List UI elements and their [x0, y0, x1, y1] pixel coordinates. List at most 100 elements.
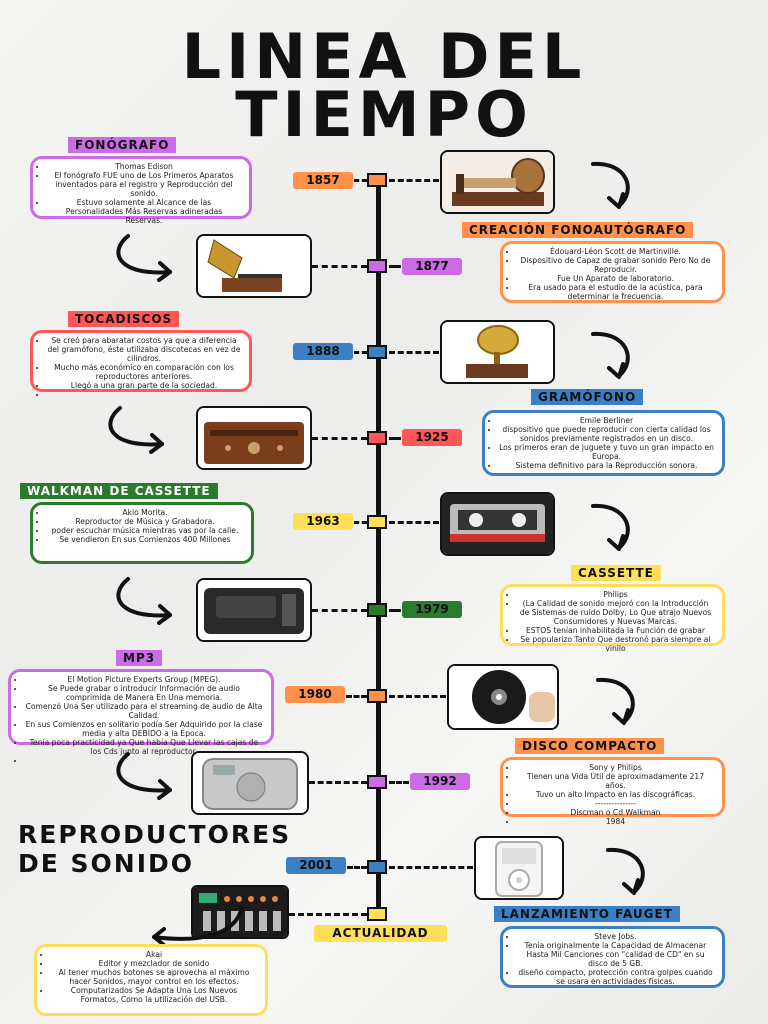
info-item: ---------------: [517, 799, 714, 808]
connector: [347, 866, 367, 869]
page-title-line2: TIEMPO: [235, 78, 533, 151]
info-item: Akai: [51, 950, 257, 959]
info-item: Emile Berliner: [499, 416, 714, 425]
connector: [346, 695, 367, 698]
curved-arrow-icon: [591, 503, 630, 551]
info-box-mp3: El Motion Picture Experts Group (MPEG). …: [8, 669, 274, 756]
subtitle-line2: DE SONIDO: [18, 849, 195, 878]
gramophone-icon: [442, 322, 553, 382]
info-item: Editor y mezclador de sonido: [51, 959, 257, 968]
curved-arrow-icon: [591, 161, 630, 209]
cd-disc-icon: [449, 666, 557, 728]
timeline-node-1980: [367, 689, 387, 703]
info-item: Era usado para el estudio de la acústica…: [517, 283, 714, 301]
info-item: Se creó para abaratar costos ya que a di…: [47, 336, 241, 363]
year-badge-1925: 1925: [402, 429, 462, 446]
year-badge-1963: 1963: [293, 513, 353, 530]
label-lanzamiento: LANZAMIENTO FAUGET: [494, 906, 680, 922]
year-badge-2001: 2001: [286, 857, 346, 874]
akai-image: [191, 885, 289, 939]
year-badge-1888: 1888: [293, 343, 353, 360]
year-badge-actualidad: ACTUALIDAD: [314, 925, 447, 942]
connector: [389, 695, 446, 698]
year-badge-1980: 1980: [285, 686, 345, 703]
timeline-node-1877: [367, 259, 387, 273]
info-item: Computarizados Se Adapta Una Los Nuevos …: [51, 986, 257, 1004]
record-player-icon: [198, 408, 310, 468]
gramophone-image: [196, 234, 312, 298]
info-item: Philips: [517, 590, 714, 599]
connector: [309, 781, 367, 784]
curved-arrow-icon: [116, 577, 172, 625]
timeline-node-1963: [367, 515, 387, 529]
label-fonoautografo: CREACIÓN FONOAUTÓGRAFO: [462, 222, 694, 238]
info-box-fonografo: Thomas Edison El fonógrafo FUE uno de Lo…: [30, 156, 252, 225]
ipod-icon: [476, 838, 562, 898]
info-item: poder escuchar música mientras vas por l…: [47, 526, 243, 535]
timeline-node-1888: [367, 345, 387, 359]
info-item: Llegó a una gran parte de la sociedad.: [47, 381, 241, 390]
timeline-node-1857: [367, 173, 387, 187]
info-item: Mucho más económico en comparación con l…: [47, 363, 241, 381]
info-box-cassette: Philips (La Calidad de sonido mejoró con…: [500, 584, 725, 653]
info-box-walkman: Akio Morita. Reproductor de Música y Gra…: [30, 502, 254, 564]
connector: [354, 521, 367, 524]
page-title-line1: LINEA DEL: [181, 20, 587, 93]
info-item: Tenía poca practicidad ya Que había Que …: [25, 738, 263, 756]
connector: [312, 609, 367, 612]
info-item: ESTOS tenían inhabilitada la Función de …: [517, 626, 714, 635]
cassette-image: [440, 492, 555, 556]
akai-mixer-icon: [193, 887, 287, 937]
ipod-image: [474, 836, 564, 900]
timeline-node-1992: [367, 775, 387, 789]
info-item: En sus Comienzos en solitario podía Ser …: [25, 720, 263, 738]
label-tocadiscos: TOCADISCOS: [68, 311, 180, 327]
connector: [389, 437, 401, 440]
info-item: Se Puede grabar o introducir Información…: [25, 684, 263, 702]
curved-arrow-icon: [116, 234, 172, 282]
info-item: (La Calidad de sonido mejoró con la Intr…: [517, 599, 714, 626]
info-box-tocadiscos: Se creó para abaratar costos ya que a di…: [30, 330, 252, 392]
info-box-disco-compacto: Sony y Philips Tienen una Vida Útil de a…: [500, 757, 725, 826]
info-item: Sistema definitivo para la Reproducción …: [499, 461, 714, 470]
cd-image: [447, 664, 559, 730]
year-badge-1992: 1992: [410, 773, 470, 790]
year-badge-1857: 1857: [293, 172, 353, 189]
curved-arrow-icon: [116, 752, 172, 800]
info-item: Steve Jobs.: [517, 932, 714, 941]
connector: [389, 781, 409, 784]
section-subtitle: REPRODUCTORES DE SONIDO: [18, 820, 291, 878]
connector: [354, 179, 367, 182]
walkman-icon: [198, 580, 310, 640]
subtitle-line1: REPRODUCTORES: [18, 820, 292, 849]
info-item: Estuvo solamente al Alcance de las Perso…: [47, 198, 241, 225]
record-player-image: [196, 406, 312, 470]
info-box-actualidad: Akai Editor y mezclador de sonido Al ten…: [34, 944, 268, 1016]
year-badge-1877: 1877: [402, 258, 462, 275]
cassette-tape-icon: [442, 494, 553, 554]
info-box-fonoautografo: Édouard-Léon Scott de Martinville. Dispo…: [500, 241, 725, 303]
info-item: Akio Morita.: [47, 508, 243, 517]
curved-arrow-icon: [108, 406, 164, 454]
gramophone-image-2: [440, 320, 555, 384]
info-item: El Motion Picture Experts Group (MPEG).: [25, 675, 263, 684]
info-item: Se vendieron En sus Comienzos 400 Millon…: [47, 535, 243, 544]
info-item: Reproductor de Música y Grabadora.: [47, 517, 243, 526]
info-item: Discman o Cd Walkman: [517, 808, 714, 817]
label-walkman: WALKMAN DE CASSETTE: [20, 483, 218, 499]
info-item: Édouard-Léon Scott de Martinville.: [517, 247, 714, 256]
label-gramofono: GRAMÓFONO: [531, 389, 644, 405]
label-cassette: CASSETTE: [571, 565, 661, 581]
info-item: Al tener muchos botones se aprovecha al …: [51, 968, 257, 986]
info-box-gramofono: Emile Berliner dispositivo que puede rep…: [482, 410, 725, 476]
phonautograph-image: [440, 150, 555, 214]
info-item: Los primeros eran de juguete y tuvo un g…: [499, 443, 714, 461]
curved-arrow-icon: [596, 677, 635, 725]
curved-arrow-icon: [152, 905, 244, 947]
info-item: Tienen una Vida Útil de aproximadamente …: [517, 772, 714, 790]
connector: [312, 265, 367, 268]
curved-arrow-icon: [591, 331, 630, 379]
info-item: Tenia originalmente la Capacidad de Alma…: [517, 941, 714, 968]
connector: [354, 351, 367, 354]
phonautograph-icon: [442, 152, 553, 212]
